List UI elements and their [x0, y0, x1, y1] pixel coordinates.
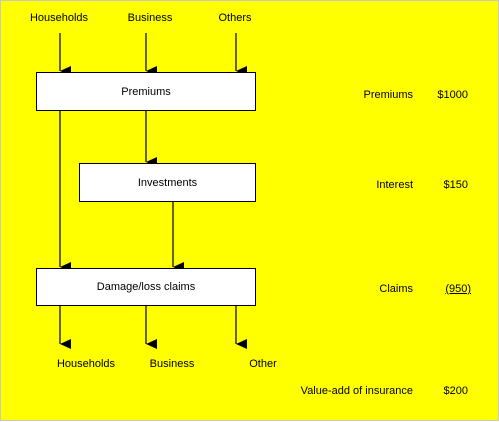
- investments-box: Investments: [79, 163, 256, 202]
- summary-claims-label: Claims: [379, 283, 413, 295]
- summary-interest-value: $150: [443, 179, 468, 191]
- destination-other-label: Other: [249, 358, 277, 370]
- source-households-label: Households: [29, 12, 89, 24]
- destination-business-label: Business: [149, 358, 195, 370]
- claims-box-label: Damage/loss claims: [96, 281, 196, 293]
- source-business-label: Business: [127, 12, 173, 24]
- summary-premiums-label: Premiums: [363, 89, 413, 101]
- summary-value-add-label: Value-add of insurance: [300, 385, 413, 397]
- claims-box: Damage/loss claims: [36, 268, 256, 306]
- premiums-box: Premiums: [36, 72, 256, 111]
- destination-households-label: Households: [56, 358, 116, 370]
- summary-value-add-value: $200: [443, 385, 468, 397]
- source-others-label: Others: [218, 12, 252, 24]
- investments-box-label: Investments: [137, 176, 198, 189]
- premiums-box-label: Premiums: [121, 85, 171, 98]
- summary-premiums-value: $1000: [437, 89, 468, 101]
- summary-claims-value: (950): [445, 283, 471, 295]
- summary-interest-label: Interest: [376, 179, 413, 191]
